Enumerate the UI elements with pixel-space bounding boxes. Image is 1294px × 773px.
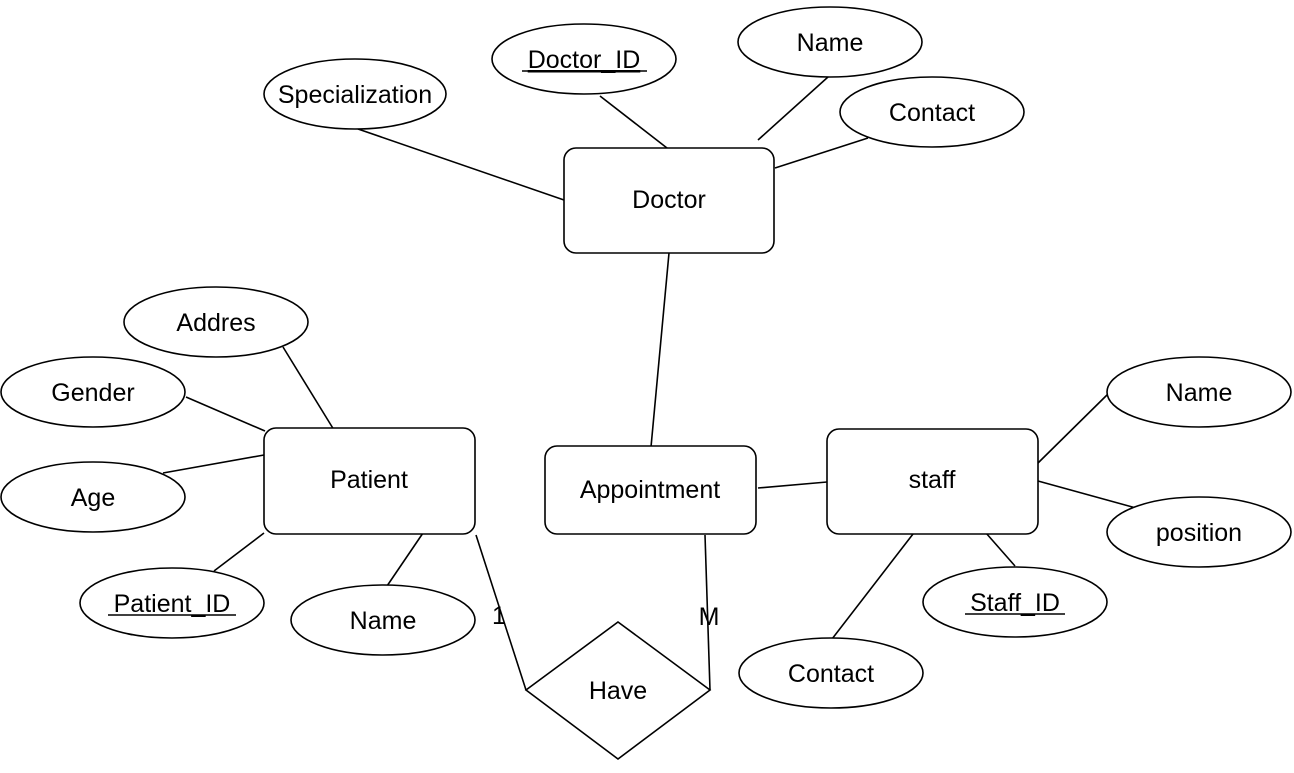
attribute-staff-name-label: Name: [1166, 379, 1233, 407]
attribute-gender-label: Gender: [51, 379, 134, 407]
connectors: [162, 76, 1137, 691]
cardinality-many: M: [699, 603, 720, 631]
entity-staff: staff: [826, 428, 1039, 535]
line-doctor-appointment: [650, 252, 670, 448]
attribute-gender: Gender: [0, 356, 186, 428]
attribute-address: Addres: [123, 286, 309, 358]
line-doctor-specialization: [357, 128, 565, 201]
attribute-patient-name: Name: [290, 584, 476, 656]
attribute-doctor-contact: Contact: [839, 76, 1025, 148]
patient-attributes: Addres Gender Age Patient_ID Name: [0, 286, 476, 656]
line-staff-id: [985, 532, 1016, 567]
relationship-have-label: Have: [589, 677, 647, 705]
attribute-position: position: [1106, 496, 1292, 568]
line-patient-age: [162, 454, 265, 474]
line-doctor-doctor-id: [599, 95, 668, 149]
attribute-specialization-label: Specialization: [278, 81, 432, 109]
attribute-doctor-name-label: Name: [797, 29, 864, 57]
attribute-staff-id: Staff_ID: [922, 566, 1108, 638]
line-patient-id: [213, 532, 265, 572]
attribute-staff-name: Name: [1106, 356, 1292, 428]
line-patient-have: [475, 534, 527, 691]
line-doctor-name: [757, 76, 829, 141]
line-patient-gender: [185, 396, 266, 432]
line-staff-contact: [831, 533, 914, 640]
attribute-age-label: Age: [71, 484, 115, 512]
entity-appointment: Appointment: [544, 445, 757, 535]
relationship-have: Have: [524, 621, 712, 760]
line-appointment-have: [704, 534, 711, 691]
attribute-patient-id: Patient_ID: [79, 567, 265, 639]
attribute-specialization: Specialization: [263, 58, 447, 130]
attribute-doctor-contact-label: Contact: [889, 99, 975, 127]
cardinality-one: 1: [492, 602, 506, 630]
attribute-address-label: Addres: [176, 309, 255, 337]
staff-attributes: Name position Staff_ID Contact: [738, 356, 1292, 709]
attribute-patient-name-label: Name: [350, 607, 417, 635]
attribute-doctor-name: Name: [737, 6, 923, 78]
line-staff-position: [1037, 480, 1137, 509]
line-staff-name: [1037, 392, 1110, 464]
attribute-doctor-id: Doctor_ID: [491, 23, 677, 95]
line-patient-name: [386, 532, 424, 587]
entity-patient-label: Patient: [330, 466, 408, 494]
attribute-staff-id-label: Staff_ID: [970, 589, 1060, 617]
line-appointment-staff: [757, 481, 828, 489]
attribute-patient-id-label: Patient_ID: [114, 590, 231, 618]
line-patient-address: [282, 346, 335, 431]
entity-staff-label: staff: [909, 466, 956, 494]
entity-doctor-label: Doctor: [632, 186, 706, 214]
attribute-position-label: position: [1156, 519, 1242, 547]
doctor-attributes: Specialization Doctor_ID Name Contact: [263, 6, 1025, 148]
attribute-staff-contact-label: Contact: [788, 660, 874, 688]
attribute-age: Age: [0, 461, 186, 533]
attribute-staff-contact: Contact: [738, 637, 924, 709]
line-doctor-contact: [774, 137, 869, 169]
attribute-doctor-id-label: Doctor_ID: [528, 46, 641, 74]
entity-patient: Patient: [263, 427, 476, 535]
entity-appointment-label: Appointment: [580, 476, 720, 504]
entity-doctor: Doctor: [563, 147, 775, 254]
